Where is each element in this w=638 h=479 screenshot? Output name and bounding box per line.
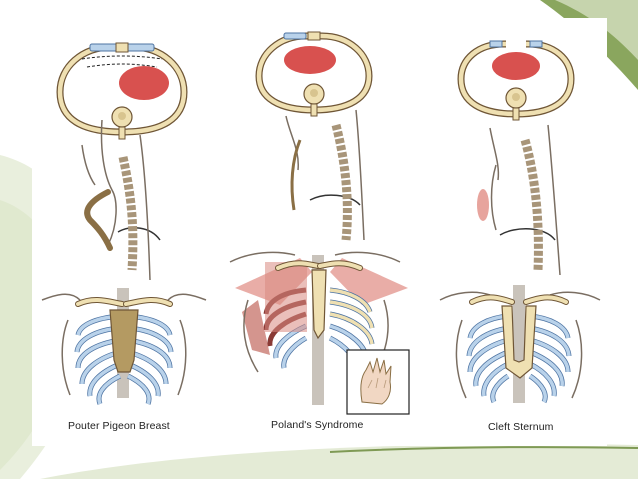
left-axial-section: [56, 42, 188, 140]
right-frontal-ribcage: [439, 285, 601, 403]
middle-sagittal-section: [285, 109, 365, 241]
middle-affected-ribs: [263, 262, 308, 369]
middle-axial-section: [255, 31, 373, 117]
corner-swoosh-top-right-light: [555, 0, 638, 60]
middle-pectoral-muscle-right: [330, 258, 408, 305]
right-heart: [492, 52, 540, 80]
middle-sternum: [311, 269, 327, 340]
caption-polands-syndrome: Poland's Syndrome: [271, 419, 364, 431]
bottom-swoosh-line: [329, 446, 638, 453]
right-axial-section: [457, 40, 575, 121]
left-protruding-sternum: [84, 189, 113, 251]
right-cleft-gap: [506, 40, 526, 48]
bottom-swoosh: [40, 444, 638, 479]
left-sagittal-section: [81, 119, 161, 281]
caption-cleft-sternum: Cleft Sternum: [488, 421, 554, 433]
left-sternum-body: [109, 309, 139, 373]
poland-syndrome-illustration: [229, 31, 410, 415]
left-frontal-ribcage: [41, 288, 207, 404]
right-sagittal-section: [477, 124, 561, 276]
pouter-pigeon-illustration: [41, 42, 207, 404]
hand-inset-icon: [346, 349, 410, 415]
middle-heart: [284, 46, 336, 74]
cleft-sternum-illustration: [439, 40, 601, 403]
right-bulge: [477, 189, 489, 221]
caption-pouter-pigeon-breast: Pouter Pigeon Breast: [68, 420, 170, 432]
right-cleft-sternum: [501, 305, 537, 379]
left-heart: [119, 66, 169, 100]
left-spine: [118, 156, 138, 271]
